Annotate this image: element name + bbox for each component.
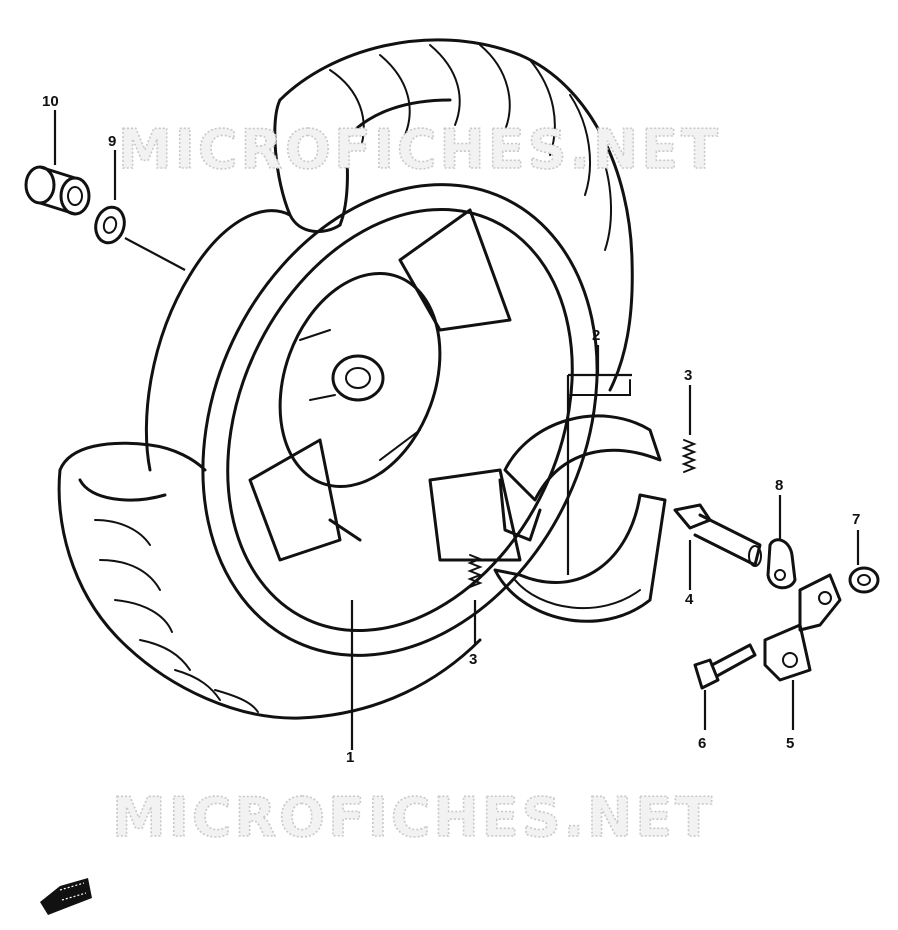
callout-2: 2	[592, 327, 600, 344]
brake-spring-lower	[467, 554, 483, 588]
callout-3-lower: 3	[469, 651, 477, 668]
callout-labels: 10 9 2 3 8 7 4 3 6 5 1	[42, 93, 860, 766]
leader-lines	[53, 110, 860, 750]
watermark-top: MICROFICHES.NET	[118, 118, 721, 181]
nut	[848, 566, 880, 594]
wear-indicator-plate	[766, 538, 797, 590]
washer	[94, 205, 126, 245]
brake-shoe-set	[493, 379, 667, 623]
rear-wheel-assembly	[57, 38, 634, 720]
callout-4: 4	[685, 591, 694, 608]
spacer	[24, 165, 91, 216]
callout-1: 1	[346, 749, 354, 766]
callout-9: 9	[108, 133, 116, 150]
callout-5: 5	[786, 735, 794, 752]
callout-10: 10	[42, 93, 59, 110]
brake-cam-lever	[763, 573, 842, 682]
watermark-bottom: MICROFICHES.NET	[112, 786, 715, 849]
bolt	[693, 643, 757, 690]
callout-8: 8	[775, 477, 783, 494]
callout-7: 7	[852, 511, 860, 528]
front-direction-arrow-icon	[40, 878, 92, 915]
callout-3-upper: 3	[684, 367, 692, 384]
callout-6: 6	[698, 735, 706, 752]
brake-cam-shaft	[673, 503, 762, 567]
brake-spring-upper	[681, 439, 697, 473]
